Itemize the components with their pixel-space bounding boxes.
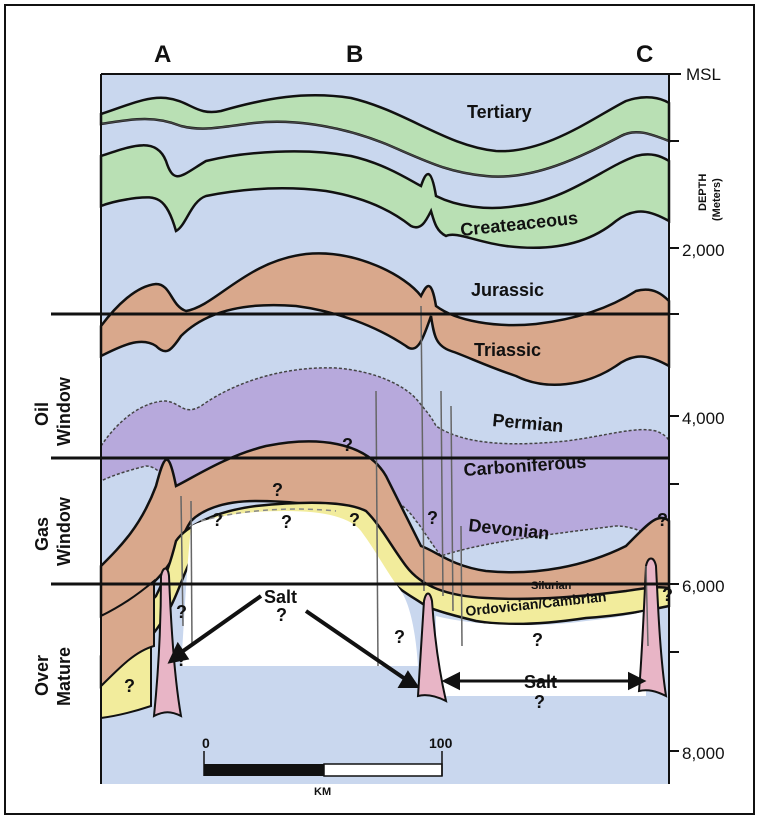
scale-start-label: 0 <box>202 735 210 751</box>
oil-window-line1: Oil <box>32 402 52 426</box>
question-mark: ? <box>534 692 545 712</box>
msl-label: MSL <box>686 65 721 84</box>
question-mark: ? <box>349 510 360 530</box>
scale-unit-label: KM <box>314 786 331 798</box>
question-mark: ? <box>427 508 438 528</box>
depth-ticks <box>669 140 679 752</box>
salt-label-left: Salt <box>264 587 297 607</box>
presalt-interior <box>181 511 418 666</box>
depth-tick-8000: 8,000 <box>682 744 725 763</box>
question-mark: ? <box>532 630 543 650</box>
scale-end-label: 100 <box>429 735 453 751</box>
question-mark: ? <box>281 512 292 532</box>
section-label-a: A <box>154 41 171 68</box>
salt-diapir-middle <box>416 592 448 703</box>
tertiary-label: Tertiary <box>467 102 532 122</box>
section-label-b: B <box>346 41 363 68</box>
triassic-band <box>99 252 671 386</box>
depth-title-line2: (Meters) <box>711 178 723 221</box>
question-mark: ? <box>212 510 223 530</box>
tertiary-internal-line <box>100 118 670 178</box>
presalt-interior-right <box>436 611 646 696</box>
question-mark: ? <box>176 650 187 670</box>
cretaceous-band <box>99 144 671 249</box>
question-mark: ? <box>662 585 673 605</box>
question-mark: ? <box>394 627 405 647</box>
salt-diapir-left <box>152 567 183 718</box>
salt-label-right: Salt <box>524 672 557 692</box>
over-mature-line1: Over <box>32 655 52 696</box>
question-mark: ? <box>276 605 287 625</box>
triassic-label: Triassic <box>474 340 541 360</box>
silurian-label: Silurian <box>531 580 572 592</box>
scale-bar <box>203 751 443 777</box>
question-mark: ? <box>657 510 668 530</box>
figure-frame: A B C MSL DEPTH (Meters) 2,000 4,000 6,0… <box>4 4 755 815</box>
depth-title-line1: DEPTH <box>697 174 709 211</box>
lower-left-brown <box>100 578 155 689</box>
oil-window-line2: Window <box>54 376 74 446</box>
jurassic-label: Jurassic <box>471 280 544 300</box>
salt-diapir-right <box>637 557 668 698</box>
depth-tick-2000: 2,000 <box>682 241 725 260</box>
presalt-top-dashed <box>200 508 337 522</box>
question-mark: ? <box>176 602 187 622</box>
over-mature-line2: Mature <box>54 647 74 706</box>
question-marks: ? ? ? ? ? ? ? ? ? ? ? ? ? ? ? <box>124 435 673 712</box>
section-label-c: C <box>636 41 653 68</box>
salt-arrows <box>167 594 647 691</box>
fault-lines <box>180 305 649 667</box>
cross-section-diagram: A B C MSL DEPTH (Meters) 2,000 4,000 6,0… <box>32 41 725 798</box>
gas-window-line2: Window <box>54 496 74 566</box>
question-mark: ? <box>272 480 283 500</box>
depth-tick-6000: 6,000 <box>682 577 725 596</box>
gas-window-line1: Gas <box>32 517 52 551</box>
question-mark: ? <box>342 435 353 455</box>
question-mark: ? <box>124 676 135 696</box>
depth-tick-4000: 4,000 <box>682 409 725 428</box>
